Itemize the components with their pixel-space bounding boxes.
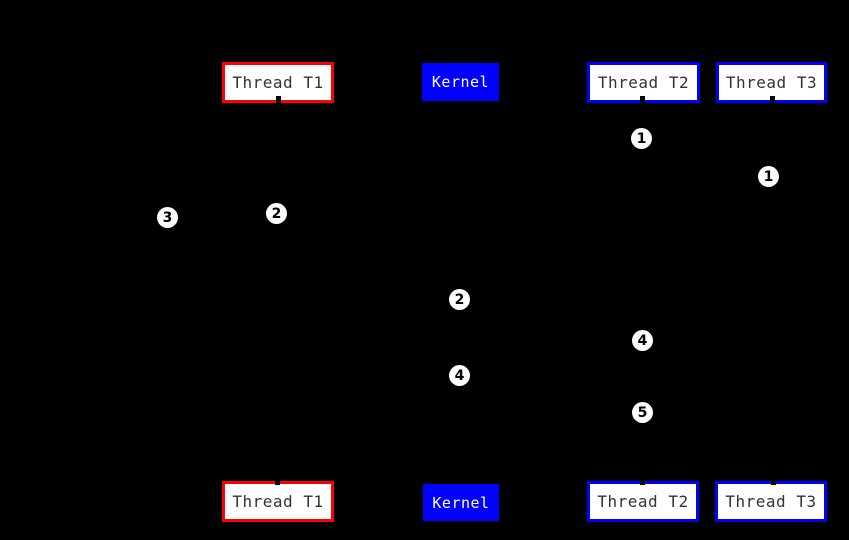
lifeline-stub bbox=[275, 478, 280, 485]
event-marker-label: 1 bbox=[763, 168, 774, 185]
node-label: Thread T2 bbox=[597, 492, 689, 511]
event-marker: 5 bbox=[632, 402, 653, 423]
event-marker-label: 2 bbox=[271, 205, 282, 222]
event-marker: 2 bbox=[266, 203, 287, 224]
node-label: Thread T1 bbox=[232, 73, 324, 92]
lifeline-stub bbox=[770, 96, 775, 103]
node-thread-t3-bottom: Thread T3 bbox=[715, 481, 827, 522]
node-label: Thread T2 bbox=[597, 73, 690, 92]
node-label: Thread T3 bbox=[725, 73, 818, 92]
node-label: Thread T1 bbox=[232, 492, 324, 511]
node-thread-t2-bottom: Thread T2 bbox=[587, 481, 699, 522]
event-marker-label: 5 bbox=[637, 404, 648, 421]
event-marker-label: 2 bbox=[454, 291, 465, 308]
lifeline-stub bbox=[640, 96, 645, 103]
lifeline-stub bbox=[276, 96, 281, 103]
event-marker: 3 bbox=[157, 207, 178, 228]
event-marker-label: 3 bbox=[162, 209, 173, 226]
node-thread-t1-bottom: Thread T1 bbox=[222, 481, 334, 522]
event-marker-label: 4 bbox=[637, 332, 648, 349]
event-marker: 1 bbox=[758, 166, 779, 187]
event-marker: 1 bbox=[631, 128, 652, 149]
lifeline-stub bbox=[771, 478, 776, 485]
node-label: Kernel bbox=[432, 493, 490, 512]
node-kernel-top: Kernel bbox=[422, 63, 499, 101]
node-label: Thread T3 bbox=[725, 492, 817, 511]
event-marker-label: 4 bbox=[454, 367, 465, 384]
event-marker: 2 bbox=[449, 289, 470, 310]
node-kernel-bottom: Kernel bbox=[423, 484, 499, 521]
event-marker-label: 1 bbox=[636, 130, 647, 147]
node-label: Kernel bbox=[431, 73, 490, 91]
lifeline-stub bbox=[640, 478, 645, 485]
event-marker: 4 bbox=[449, 365, 470, 386]
event-marker: 4 bbox=[632, 330, 653, 351]
